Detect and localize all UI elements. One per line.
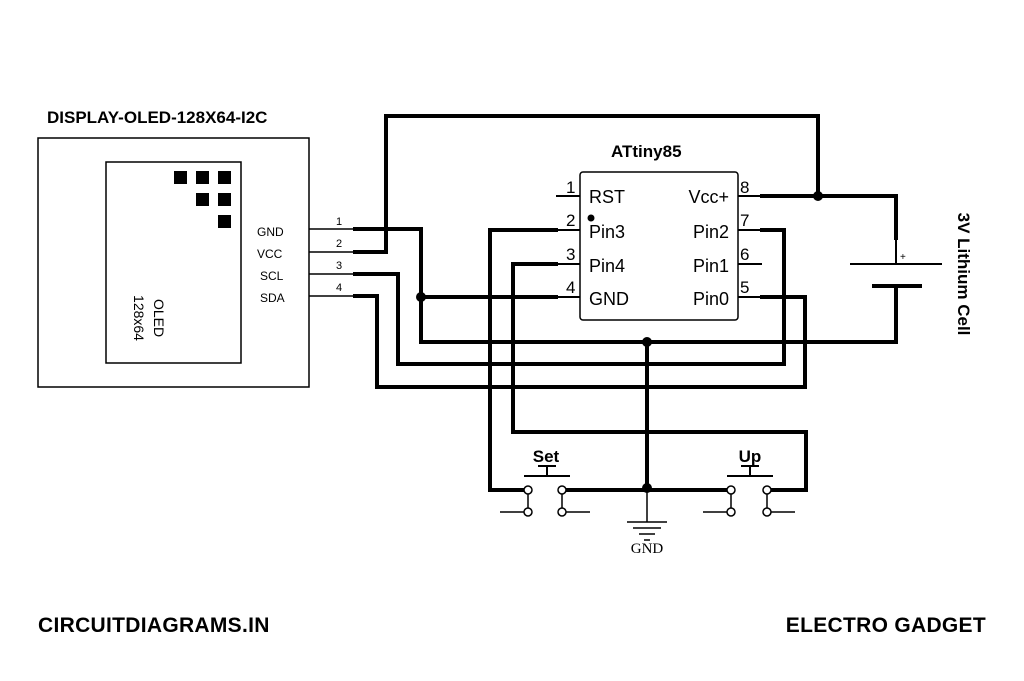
mcu-pin-number-8: 8 — [740, 178, 749, 197]
wire-scl — [353, 228, 786, 366]
mcu-pin-number-2: 2 — [566, 211, 575, 230]
mcu-pin-label-pin2: Pin2 — [693, 222, 729, 242]
oled-resolution: 128x64 — [131, 295, 147, 341]
set-button — [500, 465, 590, 517]
up-button — [703, 465, 795, 517]
oled-pin-sda-label: SDA — [260, 291, 285, 305]
mcu-title: ATtiny85 — [611, 142, 682, 161]
oled-pin-scl-label: SCL — [260, 269, 284, 283]
oled-module-outline — [37, 137, 310, 388]
mcu-pin-label-gnd: GND — [589, 289, 629, 309]
set-button-label: Set — [533, 447, 560, 466]
mcu-pin-label-rst: RST — [589, 187, 625, 207]
mcu-pin-label-pin3: Pin3 — [589, 222, 625, 242]
mcu-pin-number-6: 6 — [740, 245, 749, 264]
wire-pin3-set — [488, 228, 558, 492]
battery-symbol — [850, 238, 942, 310]
battery-label: 3V Lithium Cell — [954, 213, 973, 336]
mcu-pin-label-vcc: Vcc+ — [688, 187, 729, 207]
footer-left-brand: CIRCUITDIAGRAMS.IN — [38, 614, 270, 637]
ground-label: GND — [631, 541, 664, 557]
oled-pixel-logo — [174, 171, 231, 228]
oled-pin-number-3: 3 — [336, 260, 342, 272]
mcu-pin-label-pin4: Pin4 — [589, 256, 625, 276]
wire-pin4-up — [511, 262, 808, 492]
oled-screen — [105, 161, 242, 364]
wire-gnd — [353, 227, 898, 490]
wire-vcc — [353, 114, 898, 254]
oled-title: DISPLAY-OLED-128X64-I2C — [47, 108, 267, 127]
oled-pin-number-2: 2 — [336, 238, 342, 250]
oled-name: OLED — [151, 299, 167, 337]
mcu-pin-number-3: 3 — [566, 245, 575, 264]
up-button-label: Up — [739, 447, 762, 466]
mcu-pin-number-1: 1 — [566, 178, 575, 197]
mcu-pin-number-7: 7 — [740, 211, 749, 230]
mcu-pin-number-4: 4 — [566, 278, 575, 297]
wire-sda — [353, 294, 807, 389]
mcu-pin-label-pin0: Pin0 — [693, 289, 729, 309]
battery-polarity: + — [900, 252, 906, 263]
mcu-body — [579, 171, 739, 321]
oled-pin-stubs — [309, 228, 355, 297]
ground-symbol — [627, 490, 667, 541]
mcu-pin-stubs — [556, 195, 762, 298]
oled-pin-gnd-label: GND — [257, 225, 284, 239]
oled-pin-number-1: 1 — [336, 216, 342, 228]
oled-pin-vcc-label: VCC — [257, 247, 283, 261]
oled-pin-number-4: 4 — [336, 282, 342, 294]
mcu-pin-label-pin1: Pin1 — [693, 256, 729, 276]
mcu-pin-number-5: 5 — [740, 278, 749, 297]
mcu-pin1-marker — [587, 214, 595, 222]
footer-right-brand: ELECTRO GADGET — [785, 614, 986, 637]
junction-dots — [416, 191, 823, 493]
